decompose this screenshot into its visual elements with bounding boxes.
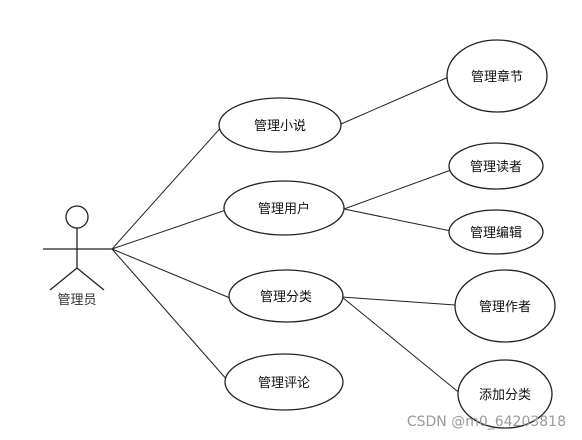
assoc-actor-manage-user	[111, 209, 227, 250]
use-case-manage-category-shape	[228, 269, 344, 323]
use-case-manage-user: 管理用户	[223, 180, 345, 236]
watermark: CSDN @m0_64203818	[407, 414, 566, 430]
use-case-manage-editor-label: 管理编辑	[470, 226, 522, 241]
assoc-user-reader	[343, 169, 452, 210]
use-case-add-category-shape	[457, 359, 553, 429]
assoc-actor-manage-comment	[111, 248, 229, 382]
assoc-category-author	[341, 296, 456, 306]
use-case-manage-author-label: 管理作者	[479, 300, 531, 315]
actor-label: 管理员	[57, 293, 96, 308]
use-case-manage-category: 管理分类	[228, 269, 344, 323]
use-case-manage-novel: 管理小说	[218, 97, 342, 153]
assoc-actor-manage-novel	[111, 123, 225, 250]
use-case-manage-category-label: 管理分类	[260, 290, 312, 305]
assoc-user-editor	[343, 208, 452, 232]
actor-right-leg	[76, 267, 105, 291]
use-case-manage-author-shape	[454, 269, 556, 343]
actor-associations	[111, 123, 231, 382]
use-case-add-category-label: 添加分类	[479, 388, 531, 403]
use-case-manage-novel-shape	[218, 97, 342, 153]
assoc-category-add	[341, 296, 463, 396]
use-case-manage-chapter-label: 管理章节	[471, 69, 523, 85]
usecase-associations	[340, 75, 463, 396]
use-case-manage-editor: 管理编辑	[448, 209, 544, 255]
actor-head	[65, 205, 89, 229]
use-case-manage-chapter: 管理章节	[446, 39, 548, 113]
assoc-novel-chapter	[340, 75, 452, 125]
use-case-manage-novel-label: 管理小说	[254, 119, 306, 134]
use-case-manage-reader-label: 管理读者	[470, 160, 522, 175]
actor-left-leg	[49, 267, 78, 291]
use-case-manage-reader: 管理读者	[448, 142, 544, 190]
use-case-manage-author: 管理作者	[454, 269, 556, 343]
use-case-manage-comment: 管理评论	[224, 353, 344, 411]
use-case-manage-chapter-shape	[446, 39, 548, 113]
use-case-manage-reader-shape	[448, 142, 544, 190]
assoc-actor-manage-category	[111, 248, 231, 299]
use-case-manage-editor-shape	[448, 209, 544, 255]
use-case-add-category: 添加分类	[457, 359, 553, 429]
actor-admin: 管理员	[43, 205, 112, 308]
use-case-manage-user-shape	[223, 180, 345, 236]
use-case-manage-comment-shape	[224, 353, 344, 411]
use-case-manage-comment-label: 管理评论	[258, 376, 310, 391]
use-case-manage-user-label: 管理用户	[258, 201, 310, 217]
